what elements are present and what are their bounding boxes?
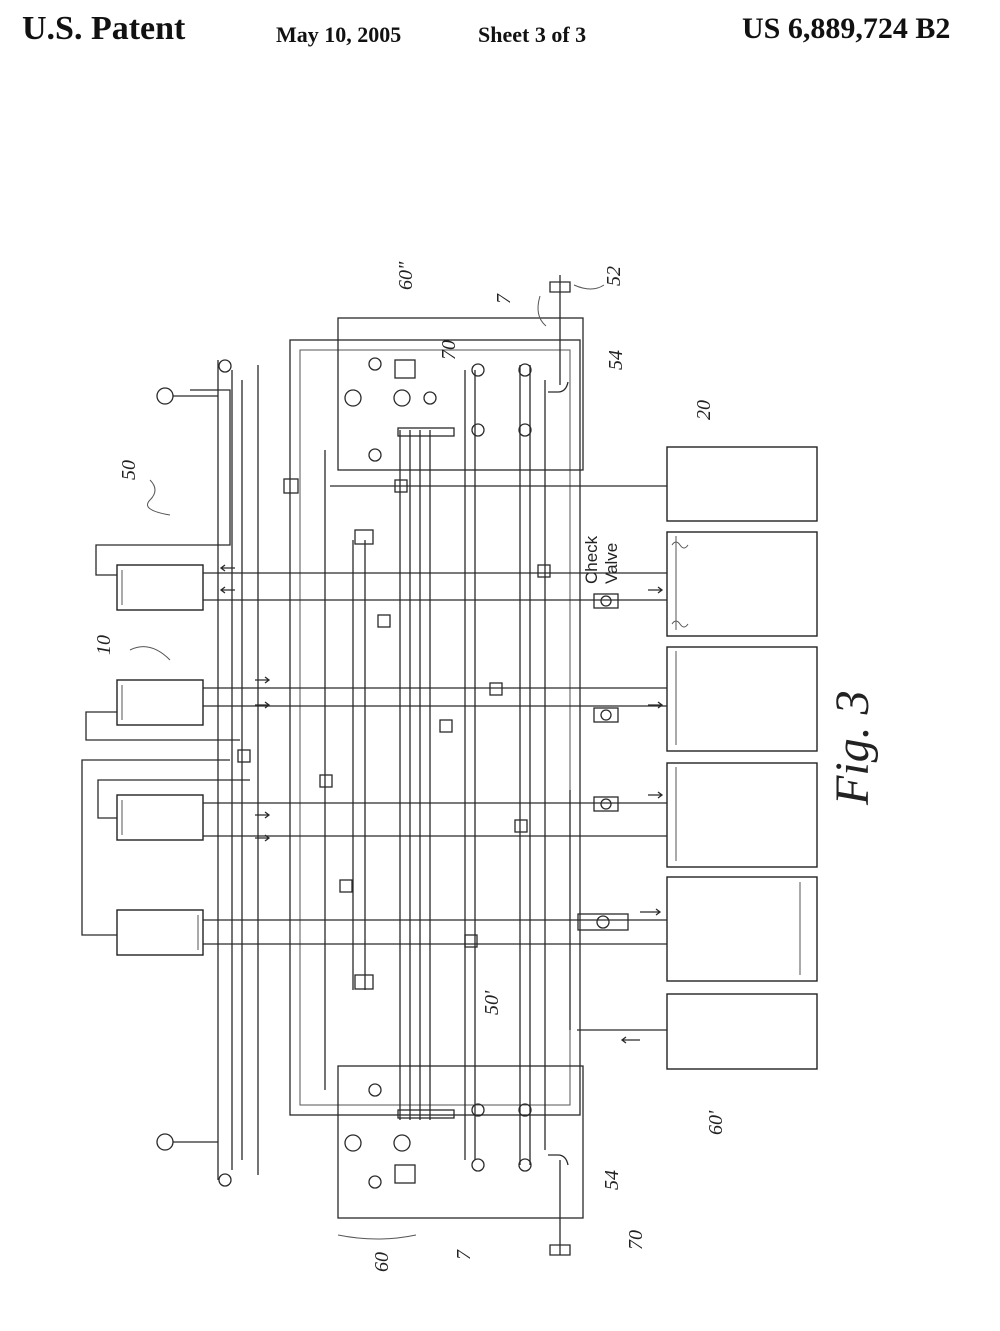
ref-label-50: 50	[118, 460, 140, 480]
reservoir-4	[116, 909, 204, 956]
gauge-icon	[156, 387, 174, 405]
publisher-label: U.S. Patent	[22, 10, 186, 47]
reservoir-links	[81, 389, 250, 936]
check-valve-icon	[593, 593, 619, 609]
flow-arrows	[219, 564, 664, 1044]
manifold-frame	[289, 317, 584, 1219]
gauge-icon	[344, 1134, 362, 1152]
ref-label-60: 60	[371, 1252, 393, 1272]
ref-label-10: 10	[93, 635, 115, 655]
check-valve-icon	[593, 707, 619, 723]
publication-date: May 10, 2005	[276, 22, 402, 47]
ref-label-70-top: 70	[438, 340, 460, 360]
reference-labels: 52 54 7 60" 70 20 50 10 50' 60' 54 70 7 …	[93, 261, 727, 1272]
spray-nozzles	[548, 275, 571, 1256]
ref-label-20: 20	[693, 400, 715, 420]
ref-label-7-bottom: 7	[453, 1249, 475, 1260]
ref-label-70-bottom: 70	[625, 1230, 647, 1250]
tank-a	[666, 531, 818, 637]
check-valves	[577, 593, 629, 931]
gauge-icon	[344, 389, 362, 407]
reservoir-1	[116, 564, 204, 611]
tank-20	[666, 446, 818, 522]
storage-tanks	[666, 446, 818, 1070]
ref-label-54-top: 54	[605, 350, 627, 370]
gauge-icon	[393, 1134, 411, 1152]
ref-label-52: 52	[603, 266, 625, 286]
valves	[218, 357, 551, 1189]
ref-label-54-bottom: 54	[601, 1170, 623, 1190]
vertical-pipes	[217, 360, 546, 1180]
tank-d	[666, 876, 818, 982]
tank-b	[666, 646, 818, 752]
figure-caption: Fig. 3	[826, 690, 879, 806]
patent-number: US 6,889,724 B2	[742, 12, 951, 45]
gauge-icon	[393, 389, 411, 407]
reservoir-10	[116, 679, 204, 726]
sheet-number: Sheet 3 of 3	[478, 22, 587, 47]
tank-c	[666, 762, 818, 868]
horizontal-pipes	[203, 485, 667, 1031]
ref-label-60-prime: 60'	[705, 1110, 727, 1135]
ref-label-50-prime: 50'	[481, 990, 503, 1015]
reservoir-tanks	[116, 564, 204, 956]
check-valve-label-line1: Check	[582, 535, 601, 584]
check-valve-icon	[593, 796, 619, 812]
check-valve-icon	[577, 913, 629, 931]
gauge-icon	[156, 1133, 174, 1151]
tank-60p	[666, 993, 818, 1070]
check-valve-label-line2: Valve	[602, 543, 621, 584]
ref-label-60-double-prime: 60"	[395, 261, 417, 290]
reservoir-3	[116, 794, 204, 841]
pressure-gauges	[156, 387, 411, 1152]
ref-label-7-top: 7	[493, 293, 515, 304]
